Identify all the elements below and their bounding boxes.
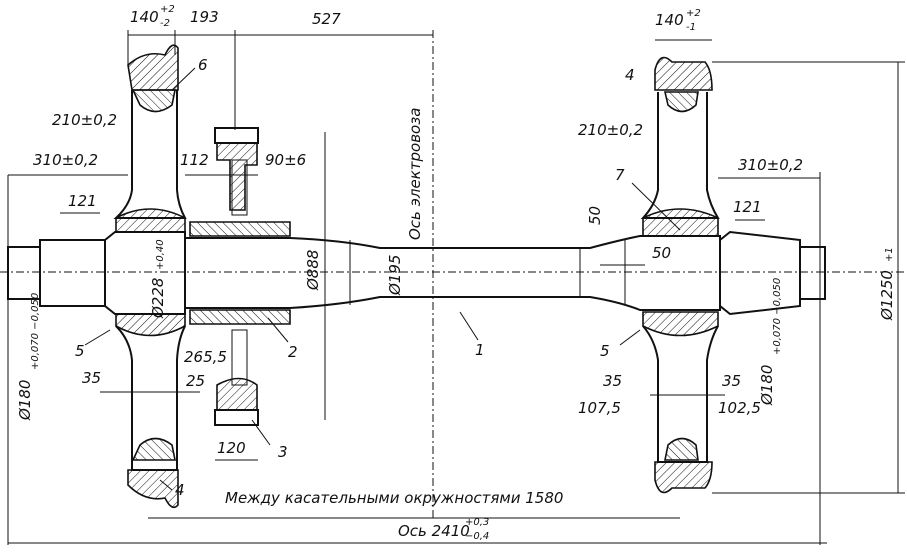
dim-121-left: 121 (68, 192, 97, 210)
dimension-lines (7, 30, 905, 545)
gear-wheel (189, 127, 291, 426)
dim-210-left: 210±0,2 (52, 111, 117, 129)
callout-4-left: 4 (175, 481, 185, 499)
callout-3: 3 (278, 443, 288, 461)
callout-5-right: 5 (600, 342, 610, 360)
right-wheel (640, 56, 720, 494)
dim-265: 265,5 (184, 348, 227, 366)
dim-journal-dia-right-tol: +0,070 −0,050 (772, 278, 783, 355)
dim-gear-dia: Ø888 (304, 250, 322, 291)
dim-journal-dia-left-tol: +0,070 −0,050 (30, 293, 41, 370)
dim-wheel-dia: Ø1250 (878, 270, 896, 321)
dim-50-horiz: 50 (652, 244, 671, 262)
dim-140-right: 140 (655, 11, 684, 29)
dim-journal-dia-left: Ø180 (16, 380, 34, 421)
dim-35-right-a: 35 (603, 372, 622, 390)
axle (7, 230, 826, 316)
axis-track-tol-up: +0,3 (465, 517, 489, 528)
dim-wheel-dia-tol: +1 (884, 247, 895, 262)
dim-140-right-tol-up: +2 (686, 8, 701, 19)
dim-102: 102,5 (718, 399, 761, 417)
dim-35-left: 35 (82, 369, 101, 387)
dim-140-left: 140 (130, 8, 159, 26)
callout-1: 1 (475, 341, 485, 359)
dim-120: 120 (217, 439, 246, 457)
dim-310-right: 310±0,2 (738, 156, 803, 174)
dim-310-left: 310±0,2 (33, 151, 98, 169)
left-wheel (113, 44, 187, 509)
axis-track-tol-low: −0,4 (465, 531, 489, 542)
dim-140-left-tol-up: +2 (160, 4, 175, 15)
dim-107: 107,5 (578, 399, 621, 417)
dim-140-left-tol-low: -2 (160, 18, 170, 29)
dim-seat-dia: Ø228 (149, 278, 167, 319)
tangent-circles-label: Между касательными окружностями 1580 (225, 489, 563, 507)
dim-90: 90±6 (265, 151, 306, 169)
dim-121-right: 121 (733, 198, 762, 216)
dim-210-right: 210±0,2 (578, 121, 643, 139)
dim-25: 25 (186, 372, 205, 390)
dim-axle-dia: Ø195 (386, 255, 404, 296)
dim-527: 527 (312, 10, 341, 28)
dim-seat-dia-tol: +0,40 (155, 239, 166, 270)
callouts (84, 67, 681, 491)
dim-35-right-b: 35 (722, 372, 741, 390)
axis-track-label: Ось 2410 (398, 522, 470, 540)
callout-5-left: 5 (75, 342, 85, 360)
locomotive-axis-label: Ось электровоза (406, 108, 424, 240)
dim-112: 112 (180, 151, 209, 169)
callout-2: 2 (288, 343, 298, 361)
callout-4-right: 4 (625, 66, 635, 84)
dim-140-right-tol-low: -1 (686, 22, 696, 33)
dim-193: 193 (190, 8, 219, 26)
dim-50-vert: 50 (586, 206, 604, 225)
dim-journal-dia-right: Ø180 (758, 365, 776, 406)
callout-7: 7 (615, 166, 625, 184)
callout-6: 6 (198, 56, 208, 74)
